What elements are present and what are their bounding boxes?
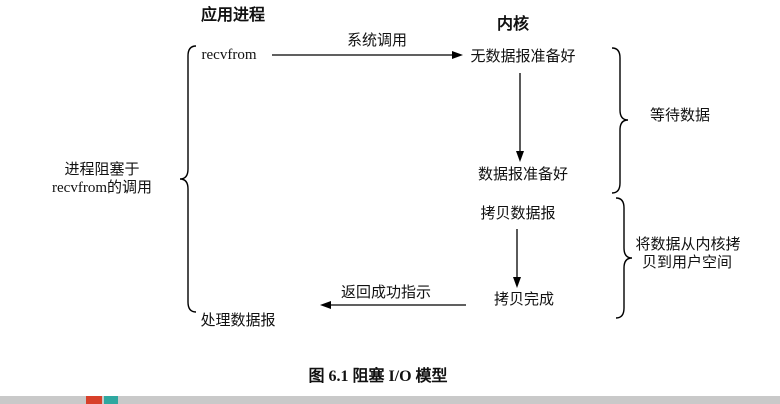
node-copy-complete: 拷贝完成	[493, 292, 555, 308]
process-blocked-label-line2: recvfrom的调用	[52, 180, 152, 196]
node-no-datagram-ready: 无数据报准备好	[470, 49, 576, 65]
figure-caption: 图 6.1 阻塞 I/O 模型	[308, 368, 448, 385]
copy-kernel-to-user-label-line2: 贝到用户空间	[641, 255, 733, 271]
kernel-header: 内核	[496, 16, 530, 33]
copy-data-arrow	[513, 229, 521, 288]
watermark-accent-red	[86, 396, 102, 404]
wait-for-data-label: 等待数据	[649, 108, 711, 124]
wait-data-arrow	[516, 73, 524, 162]
system-call-arrow	[272, 51, 463, 59]
copy-kernel-to-user-label-line1: 将数据从内核拷	[635, 237, 741, 253]
node-recvfrom: recvfrom	[201, 47, 257, 63]
app-process-header: 应用进程	[200, 7, 266, 24]
node-copy-datagram: 拷贝数据报	[480, 206, 556, 222]
watermark-accent-teal	[104, 396, 118, 404]
return-arrow	[320, 301, 466, 309]
right-brace-wait	[611, 47, 629, 194]
process-blocked-label-line1: 进程阻塞于	[64, 162, 140, 178]
watermark-strip	[0, 396, 780, 404]
return-success-label: 返回成功指示	[340, 285, 432, 301]
node-datagram-ready: 数据报准备好	[477, 167, 569, 183]
left-brace	[179, 45, 197, 313]
node-process-datagram: 处理数据报	[200, 313, 276, 329]
right-brace-copy	[615, 197, 633, 319]
system-call-label: 系统调用	[346, 33, 408, 49]
